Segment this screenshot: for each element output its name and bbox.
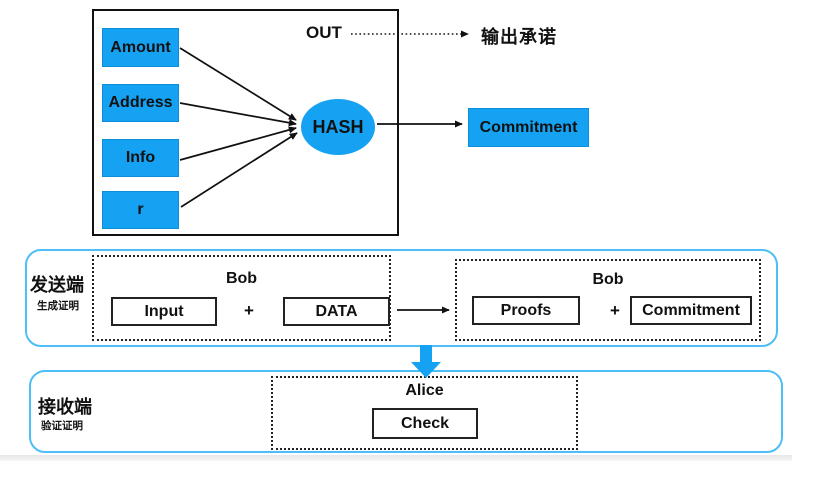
input-box-r: r [102,191,179,229]
commitment-result-box: Commitment [468,108,589,147]
receiver-subtitle: 验证证明 [41,420,83,432]
actor-bob-right: Bob [592,271,624,288]
input-box-amount: Amount [102,28,179,67]
actor-bob-left: Bob [225,270,258,287]
sender-output-group [455,259,761,341]
actor-alice: Alice [405,382,444,399]
sender-subtitle: 生成证明 [37,300,79,312]
hash-node: HASH [301,99,375,155]
commitment-item-box: Commitment [630,296,752,325]
slide-edge-shadow [0,455,792,461]
input-item-box: Input [111,297,217,326]
output-commitment-label: 输出承诺 [481,27,557,47]
plus-sign-left: + [244,301,254,320]
check-item-box: Check [372,408,478,439]
receiver-title: 接收端 [38,397,92,417]
sender-input-group [92,255,391,341]
input-box-info: Info [102,139,179,177]
data-item-box: DATA [283,297,390,326]
out-label: OUT [306,23,342,42]
input-box-address: Address [102,84,179,122]
plus-sign-right: + [610,301,620,320]
proofs-item-box: Proofs [472,296,580,325]
sender-title: 发送端 [30,275,84,295]
